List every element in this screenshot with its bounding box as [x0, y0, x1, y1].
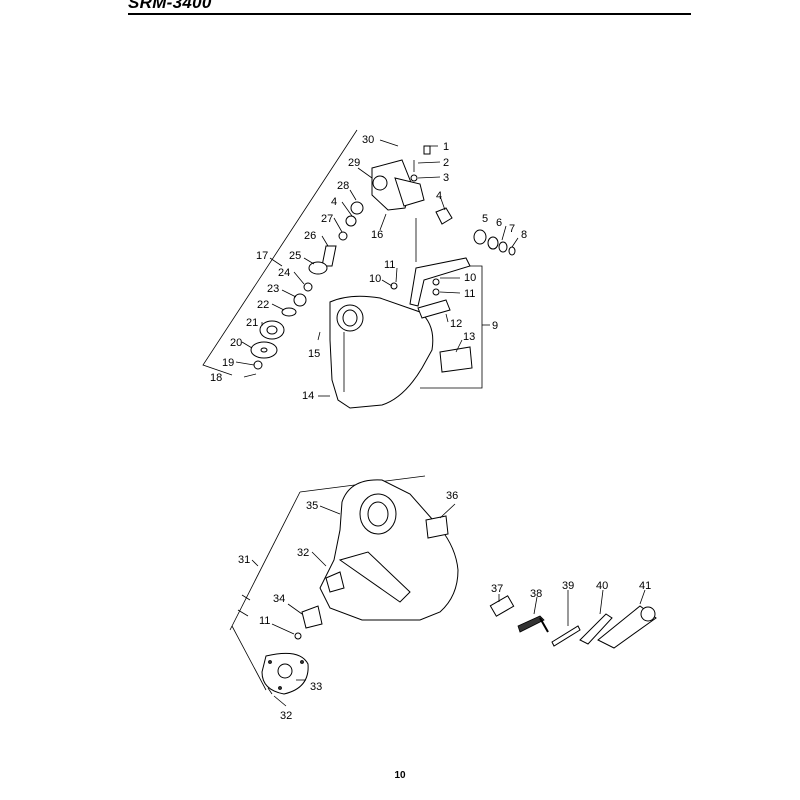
callout-37: 37: [491, 583, 503, 595]
callout-5: 5: [482, 213, 488, 225]
callout-3: 3: [443, 172, 449, 184]
callout-1: 1: [443, 141, 449, 153]
callout-2: 2: [443, 157, 449, 169]
callout-23: 23: [267, 283, 279, 295]
callout-22: 22: [257, 299, 269, 311]
group-bracket-31: [229, 491, 301, 631]
callout-31: 31: [238, 554, 250, 566]
bevel-gear: [308, 261, 328, 275]
upper-leaders: [235, 139, 519, 397]
callout-12: 12: [450, 318, 462, 330]
guard-clamp: [301, 605, 323, 629]
callout-9: 9: [492, 320, 498, 332]
shield-kit-assembly: [229, 475, 657, 695]
callout-20: 20: [230, 337, 242, 349]
callout-25: 25: [289, 250, 301, 262]
gear-case-assembly: [202, 129, 516, 409]
group-bracket-17: [202, 129, 358, 376]
callout-32-upper: 32: [297, 547, 309, 559]
callout-14: 14: [302, 390, 314, 402]
gear-shaft: [321, 245, 337, 267]
callout-10-right: 10: [464, 272, 476, 284]
guard-label: [425, 515, 449, 539]
page-title: SRM-3400: [128, 0, 212, 12]
callout-7: 7: [509, 223, 515, 235]
shield-bracket: [409, 257, 471, 307]
locking-rod: [551, 625, 581, 647]
blade-guard: [319, 479, 459, 621]
callout-40: 40: [596, 580, 608, 592]
callout-11-lower: 11: [259, 615, 270, 627]
page-number: 10: [394, 770, 406, 781]
callout-4-lower: 4: [331, 196, 337, 208]
callout-30: 30: [362, 134, 374, 146]
callout-26: 26: [304, 230, 316, 242]
callout-32-lower: 32: [280, 710, 292, 722]
hex-wrench: [517, 615, 545, 633]
callout-24: 24: [278, 267, 290, 279]
shaft-collar: [435, 207, 453, 225]
callout-17: 17: [256, 250, 268, 262]
callout-39: 39: [562, 580, 574, 592]
spare-screw-pack: [489, 595, 515, 617]
callout-13: 13: [463, 331, 475, 343]
callout-38: 38: [530, 588, 542, 600]
callout-21: 21: [246, 317, 258, 329]
callout-10-left: 10: [369, 273, 381, 285]
title-rule: [128, 13, 691, 15]
callout-8: 8: [521, 229, 527, 241]
shield-label: [417, 299, 451, 319]
bearing: [473, 229, 487, 245]
callout-41: 41: [639, 580, 651, 592]
callout-labels: 30 1 2 3 29 4 28 4 27 16 5 6 7 8 26 17 2…: [210, 134, 651, 722]
callout-6: 6: [496, 217, 502, 229]
callout-36: 36: [446, 490, 458, 502]
callout-16: 16: [371, 229, 383, 241]
callout-15: 15: [308, 348, 320, 360]
callout-33: 33: [310, 681, 322, 693]
callout-35: 35: [306, 500, 318, 512]
callout-34: 34: [273, 593, 285, 605]
callout-18: 18: [210, 372, 222, 384]
callout-11-upper: 11: [384, 259, 395, 271]
callout-4-upper: 4: [436, 190, 442, 202]
box-wrench: [579, 613, 613, 645]
callout-28: 28: [337, 180, 349, 192]
callout-29: 29: [348, 157, 360, 169]
callout-19: 19: [222, 357, 234, 369]
callout-27: 27: [321, 213, 333, 225]
warning-label: [439, 346, 473, 373]
callout-11-right: 11: [464, 288, 475, 300]
lower-leaders: [271, 503, 646, 707]
